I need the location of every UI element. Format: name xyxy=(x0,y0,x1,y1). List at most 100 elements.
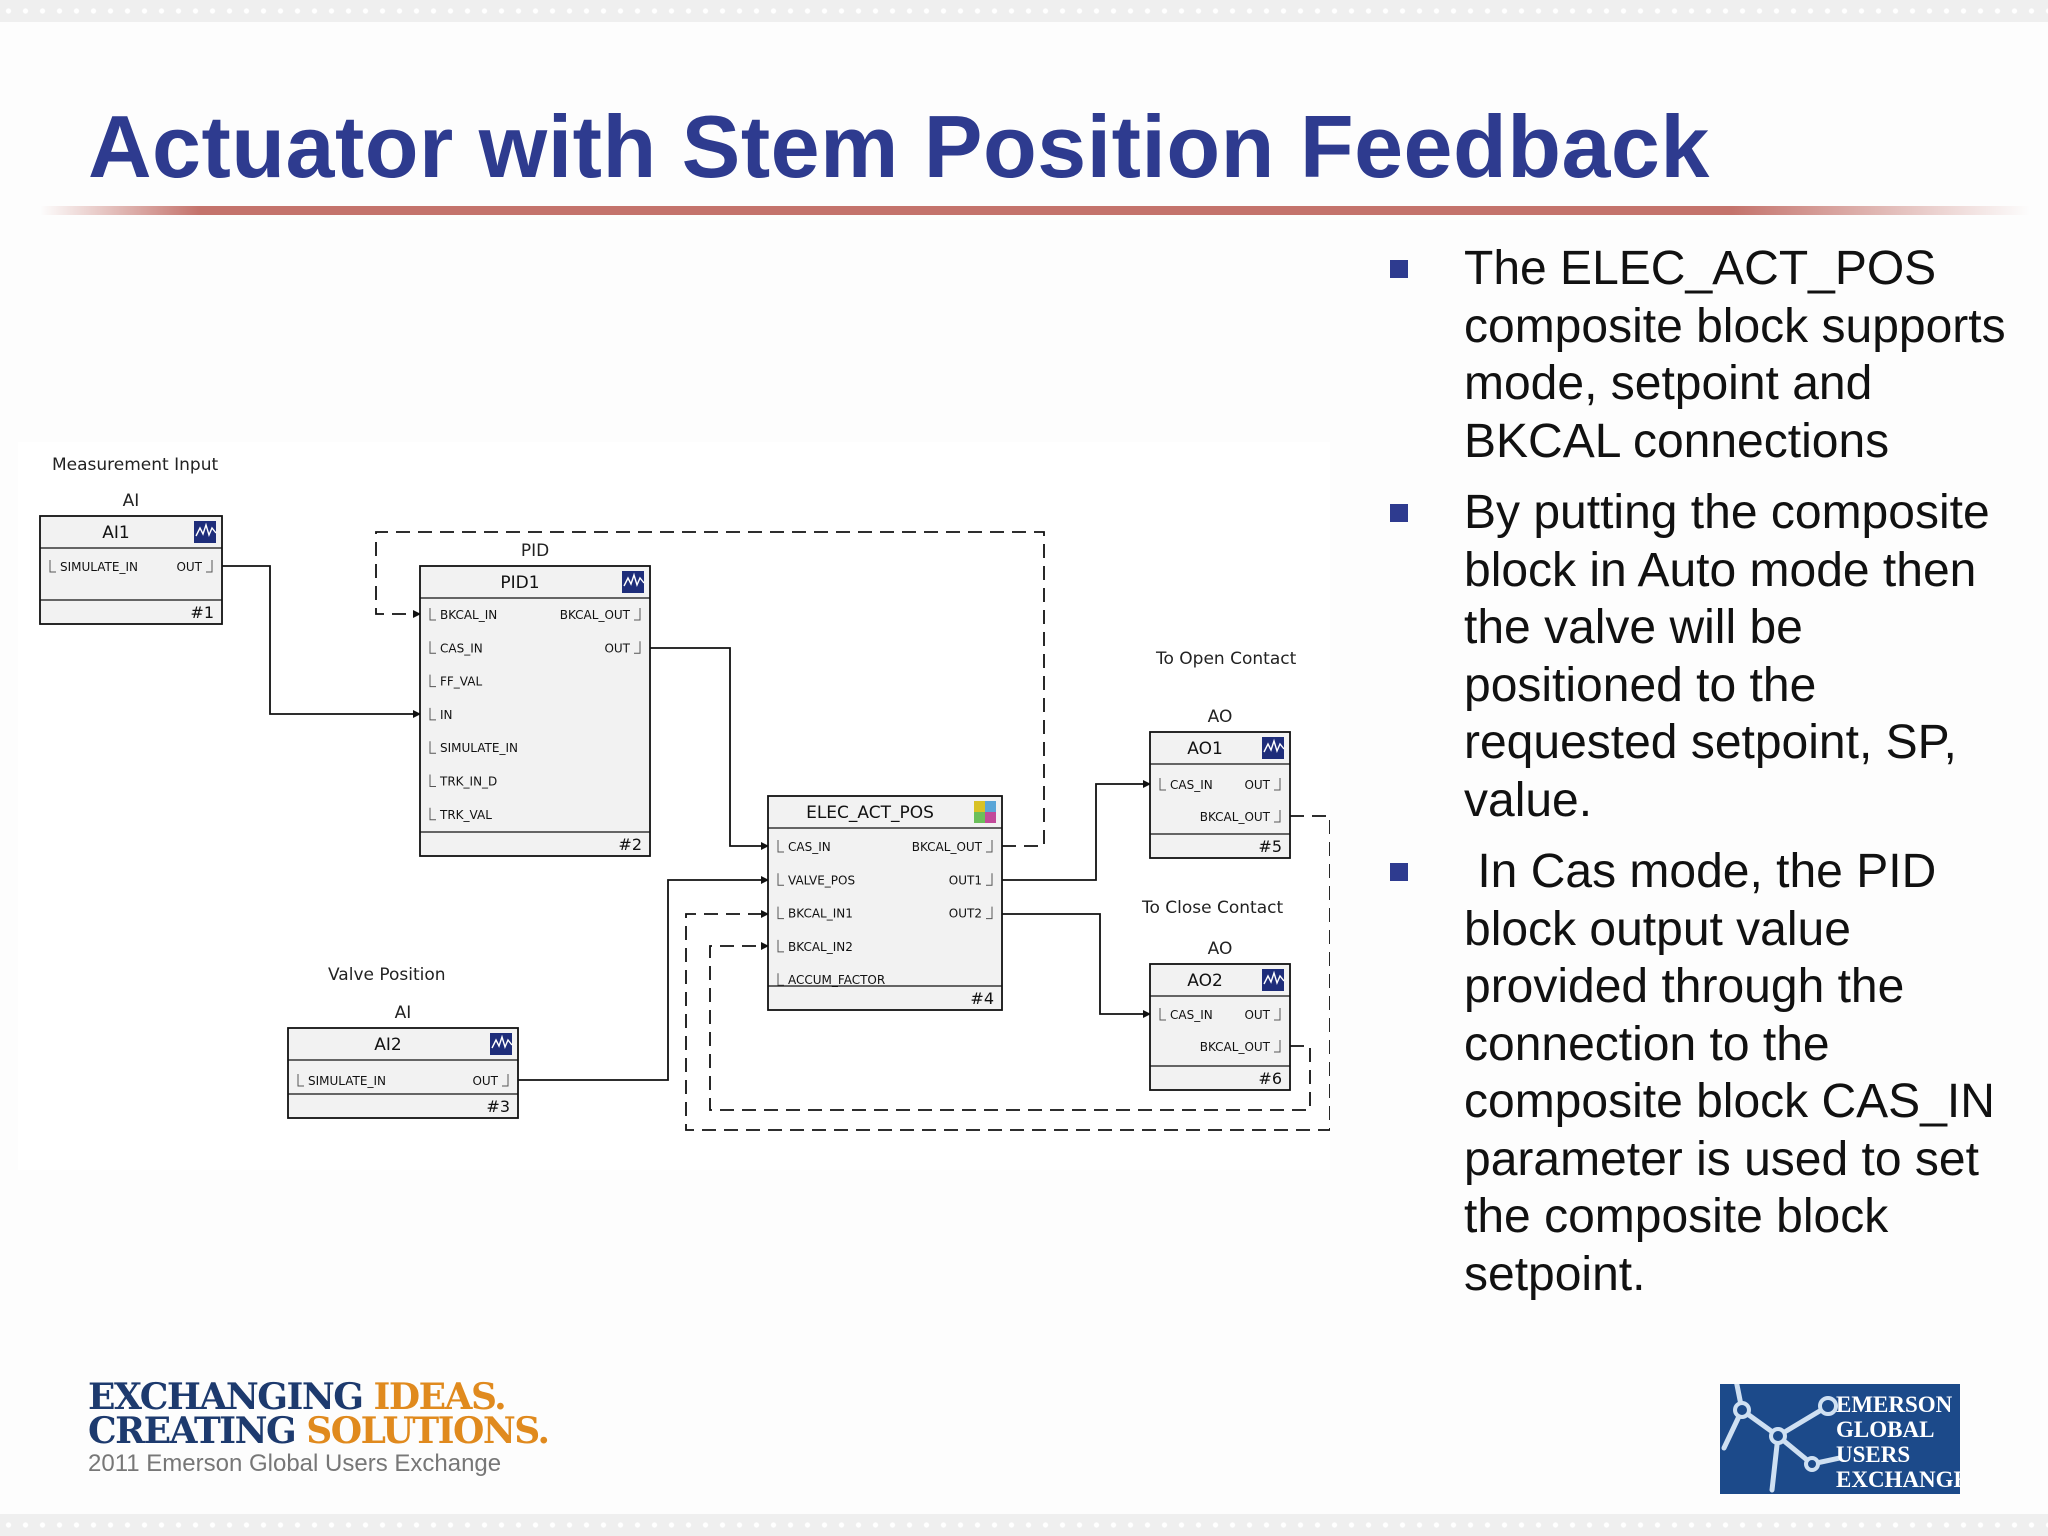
wire-ai1-out-to-pid1-in xyxy=(222,565,421,718)
function-block-pid1[interactable]: PIDPID1BKCAL_INCAS_INFF_VALINSIMULATE_IN… xyxy=(419,541,651,857)
input-port-marker xyxy=(429,674,436,688)
output-port-label: OUT xyxy=(1244,1008,1270,1022)
input-port-label: BKCAL_IN1 xyxy=(788,907,853,921)
block-type-label: AI xyxy=(123,491,140,511)
input-port-marker xyxy=(429,641,436,654)
output-port-marker xyxy=(634,641,641,654)
output-port-label: OUT xyxy=(472,1074,498,1088)
block-name: PID1 xyxy=(500,573,539,593)
bullet-text: The ELEC_ACT_POS composite block support… xyxy=(1464,242,2006,468)
input-port-marker xyxy=(429,807,436,821)
function-block-diagram: Measurement Input Valve Position To Open… xyxy=(39,455,1330,1131)
input-port-label: SIMULATE_IN xyxy=(308,1074,386,1088)
output-port-marker xyxy=(502,1074,509,1087)
output-port-label: BKCAL_OUT xyxy=(1200,810,1271,824)
input-port-marker xyxy=(777,840,784,853)
output-port-marker xyxy=(1274,810,1281,823)
footer-tagline: EXCHANGING IDEAS. CREATING SOLUTIONS. 20… xyxy=(88,1379,550,1478)
block-number: #4 xyxy=(970,989,994,1008)
input-port-marker xyxy=(1159,778,1166,791)
output-port-label: OUT2 xyxy=(949,907,982,921)
logo-wordmark: EMERSON GLOBAL USERS EXCHANGE xyxy=(1836,1392,1960,1492)
tagline-ideas: IDEAS. xyxy=(373,1376,507,1418)
wire-elec-bkcal-out-to-pid1-bkcal-in xyxy=(375,531,1045,847)
block-type-label: AI xyxy=(395,1003,412,1023)
input-port-label: SIMULATE_IN xyxy=(60,560,138,574)
function-block-diagram-area: Measurement Input Valve Position To Open… xyxy=(18,442,1330,1170)
logo-line: USERS xyxy=(1836,1442,1911,1467)
network-nodes-icon xyxy=(1721,1384,1840,1493)
output-port-marker xyxy=(986,906,993,920)
footer-event-name: 2011 Emerson Global Users Exchange xyxy=(88,1450,502,1477)
block-type-label: PID xyxy=(521,541,549,561)
bullet-square-icon xyxy=(1390,504,1408,522)
output-port-marker xyxy=(986,873,993,886)
output-port-marker xyxy=(986,840,993,853)
output-port-marker xyxy=(206,560,213,573)
input-port-marker xyxy=(429,741,436,754)
block-name: AI2 xyxy=(374,1035,401,1055)
block-frame xyxy=(419,565,651,857)
ai-waveform-icon xyxy=(490,1033,513,1055)
slide-title: Actuator with Stem Position Feedback xyxy=(88,97,1710,196)
bullet-item: In Cas mode, the PID block output value … xyxy=(1390,843,2030,1303)
output-port-label: OUT xyxy=(604,641,630,655)
input-port-label: TRK_VAL xyxy=(439,808,492,822)
logo-line: EMERSON xyxy=(1836,1392,1953,1417)
block-number: #3 xyxy=(486,1097,510,1116)
wire-ai2-out-to-elec-valve-pos xyxy=(518,876,769,1081)
wire-pid1-out-to-elec-cas-in xyxy=(650,647,769,850)
input-port-marker xyxy=(429,774,436,787)
output-port-label: OUT1 xyxy=(949,873,982,887)
bottom-dotted-border xyxy=(0,1514,2048,1536)
input-port-label: CAS_IN xyxy=(788,840,831,854)
bullet-square-icon xyxy=(1390,260,1408,278)
input-port-marker xyxy=(429,707,436,721)
input-port-marker xyxy=(777,939,784,953)
block-number: #6 xyxy=(1258,1069,1282,1088)
to-close-contact-label: To Close Contact xyxy=(1141,898,1283,918)
input-port-label: FF_VAL xyxy=(440,675,482,689)
input-port-marker xyxy=(777,873,784,886)
output-port-label: BKCAL_OUT xyxy=(560,608,631,622)
block-frame xyxy=(767,795,1003,1011)
ai-waveform-icon xyxy=(194,521,217,543)
output-port-label: BKCAL_OUT xyxy=(912,840,983,854)
composite-block-icon xyxy=(974,801,996,823)
input-port-marker xyxy=(777,906,784,920)
input-port-marker xyxy=(297,1074,304,1087)
ao-waveform-icon xyxy=(1262,969,1285,991)
bullet-list: The ELEC_ACT_POS composite block support… xyxy=(1390,240,2030,1317)
block-type-label: AO xyxy=(1208,707,1233,727)
input-port-marker xyxy=(1159,1008,1166,1021)
block-number: #5 xyxy=(1258,837,1282,856)
tagline-solutions: SOLUTIONS. xyxy=(306,1410,550,1452)
input-port-marker xyxy=(777,973,784,986)
output-port-marker xyxy=(1274,778,1281,791)
footer-tagline-line-1: EXCHANGING IDEAS. xyxy=(88,1379,549,1415)
block-name: AI1 xyxy=(102,523,129,543)
wire-ao1-bkcal-out-to-elec-bkcal-in1 xyxy=(685,815,1330,1131)
block-name: AO1 xyxy=(1187,739,1223,759)
input-port-label: VALVE_POS xyxy=(788,873,855,887)
wire-elec-out2-to-ao2-cas-in xyxy=(1002,913,1151,1018)
bullet-item: The ELEC_ACT_POS composite block support… xyxy=(1390,240,2030,470)
logo-line: GLOBAL xyxy=(1836,1417,1935,1442)
input-port-label: BKCAL_IN xyxy=(440,608,497,622)
block-number: #1 xyxy=(190,603,214,622)
output-port-label: OUT xyxy=(1244,778,1270,792)
bullet-text: By putting the composite block in Auto m… xyxy=(1464,486,1990,827)
function-block-elec[interactable]: ELEC_ACT_POSCAS_INVALVE_POSBKCAL_IN1BKCA… xyxy=(767,795,1003,1011)
output-port-marker xyxy=(1274,1008,1281,1021)
input-port-marker xyxy=(429,608,436,621)
bullet-square-icon xyxy=(1390,863,1408,881)
pid-icon xyxy=(622,571,645,593)
input-port-label: ACCUM_FACTOR xyxy=(788,973,885,987)
to-open-contact-label: To Open Contact xyxy=(1155,649,1297,669)
top-dotted-border xyxy=(0,0,2048,22)
block-frame xyxy=(287,1027,519,1119)
